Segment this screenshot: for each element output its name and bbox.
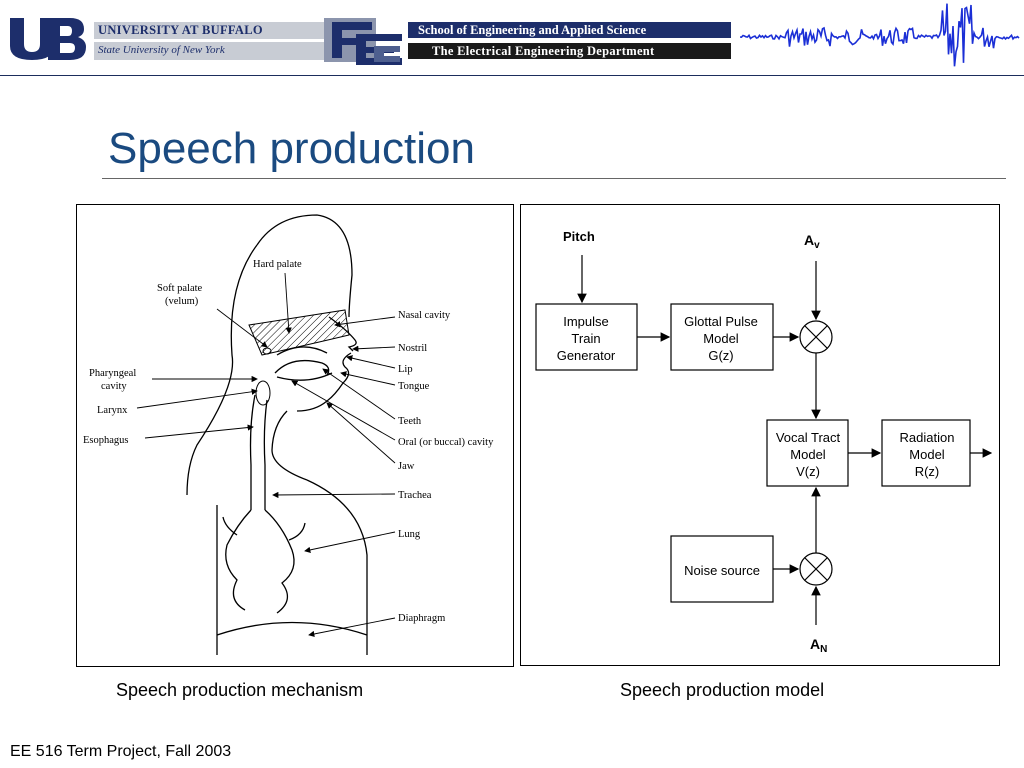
noise-source-label: Noise source xyxy=(684,563,760,578)
glottal-label-1: Glottal Pulse xyxy=(684,314,758,329)
vocal-label-1: Vocal Tract xyxy=(776,430,841,445)
vocal-tract-anatomy-diagram: Hard palate Soft palate (velum) Nasal ca… xyxy=(83,214,494,655)
label-lip: Lip xyxy=(398,364,413,375)
footer-text: EE 516 Term Project, Fall 2003 xyxy=(10,743,232,760)
radiation-label-2: Model xyxy=(909,447,945,462)
label-soft-palate: Soft palate xyxy=(157,283,203,294)
model-caption: Speech production model xyxy=(620,680,825,700)
label-hard-palate: Hard palate xyxy=(253,259,302,270)
label-trachea: Trachea xyxy=(398,490,432,501)
model-panel: Pitch Av Impulse xyxy=(520,204,1000,666)
fee-logo xyxy=(324,18,402,65)
university-bar xyxy=(94,22,334,39)
speech-waveform-graphic xyxy=(740,3,1020,67)
page-title: Speech production xyxy=(108,124,475,173)
label-jaw: Jaw xyxy=(398,461,415,472)
label-leaders xyxy=(136,272,396,638)
impulse-label-1: Impulse xyxy=(563,314,609,329)
university-name: UNIVERSITY AT BUFFALO xyxy=(98,23,263,37)
label-diaphragm: Diaphragm xyxy=(398,613,445,624)
label-pharyngeal: Pharyngeal xyxy=(89,368,136,379)
label-lung: Lung xyxy=(398,529,421,540)
label-teeth: Teeth xyxy=(398,416,422,427)
vocal-tract-model-block xyxy=(766,419,849,487)
impulse-train-generator-block xyxy=(535,303,638,371)
impulse-label-3: Generator xyxy=(557,348,616,363)
anatomy-caption: Speech production mechanism xyxy=(116,680,364,700)
av-label: Av xyxy=(804,232,820,251)
an-label: AN xyxy=(810,636,827,655)
slide-header: UNIVERSITY AT BUFFALO State University o… xyxy=(0,0,1024,76)
header-divider xyxy=(0,75,1024,76)
impulse-label-2: Train xyxy=(571,331,600,346)
noise-source-block xyxy=(670,535,774,603)
department-bar xyxy=(408,43,731,59)
head-outline xyxy=(186,214,368,655)
title-underline xyxy=(102,178,1006,179)
vocal-label-2: Model xyxy=(790,447,826,462)
school-name: School of Engineering and Applied Scienc… xyxy=(418,23,647,37)
university-sub-bar xyxy=(94,42,334,60)
glottal-pulse-model-block xyxy=(670,303,774,371)
label-nasal-cavity: Nasal cavity xyxy=(398,310,451,321)
label-tongue: Tongue xyxy=(398,381,430,392)
vocal-label-3: V(z) xyxy=(796,464,820,479)
label-larynx: Larynx xyxy=(97,405,128,416)
label-oral-cavity: Oral (or buccal) cavity xyxy=(398,437,494,448)
department-name: The Electrical Engineering Department xyxy=(432,44,655,58)
larynx-shape xyxy=(255,380,271,406)
radiation-label-3: R(z) xyxy=(915,464,940,479)
university-subtitle: State University of New York xyxy=(98,44,225,56)
label-velum: (velum) xyxy=(165,296,199,307)
uvula-shape xyxy=(262,347,272,355)
radiation-label-1: Radiation xyxy=(900,430,955,445)
anatomy-panel: Hard palate Soft palate (velum) Nasal ca… xyxy=(76,204,514,667)
ub-logo xyxy=(10,18,86,60)
speech-production-block-diagram: Pitch Av Impulse xyxy=(535,229,993,655)
label-esophagus: Esophagus xyxy=(83,435,129,446)
glottal-label-3: G(z) xyxy=(708,348,733,363)
label-nostril: Nostril xyxy=(398,343,427,354)
pitch-label: Pitch xyxy=(563,229,595,244)
signal-flow-arrows xyxy=(577,255,993,625)
label-pharyngeal-cavity: cavity xyxy=(101,381,127,392)
school-bar xyxy=(408,22,731,38)
glottal-label-2: Model xyxy=(703,331,739,346)
